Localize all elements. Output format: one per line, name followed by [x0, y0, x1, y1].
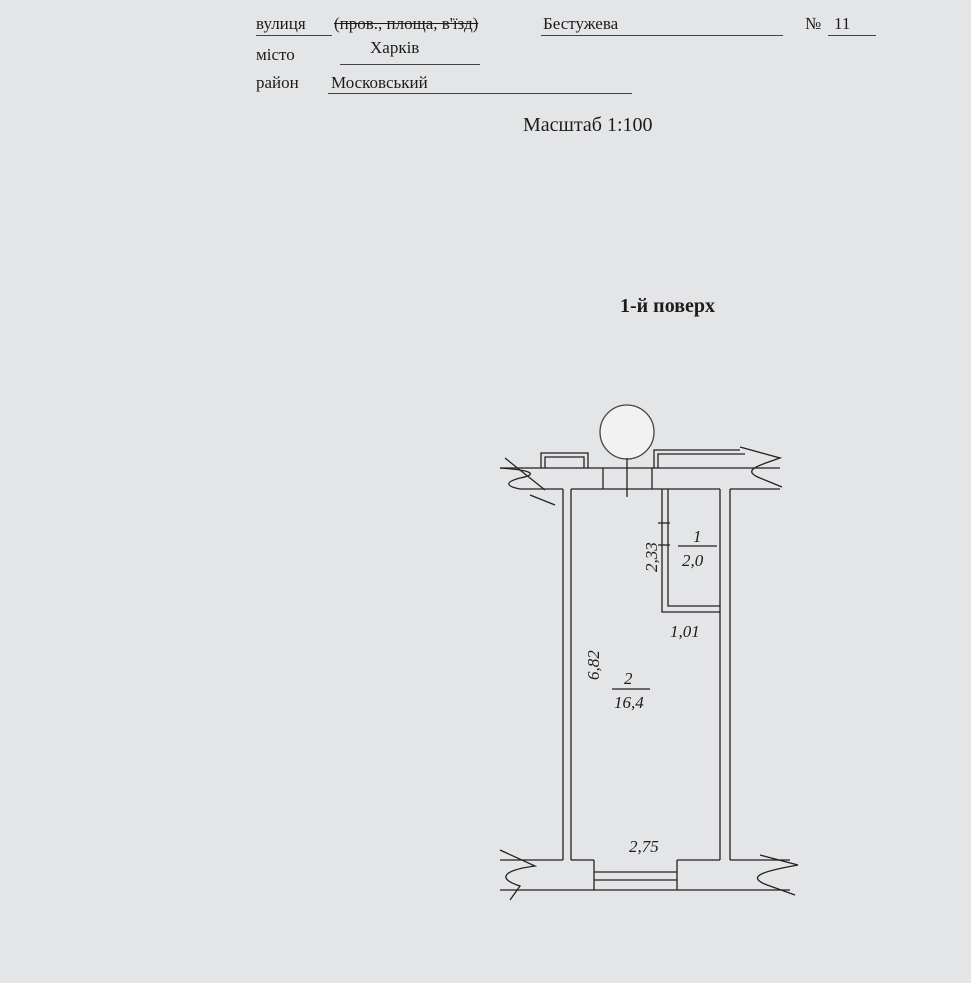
- room-1-dim-ticks: [658, 522, 670, 546]
- district-value: Московський: [331, 73, 428, 92]
- city-value: Харків: [370, 38, 420, 57]
- room-1-width: 1,01: [670, 622, 700, 641]
- room-1-number: 1: [693, 527, 702, 546]
- city-underline: [340, 64, 480, 65]
- street-value: Бестужева: [543, 14, 619, 33]
- street-label-underline: [256, 35, 332, 36]
- district-underline: [328, 93, 632, 94]
- window-ledge-right: [653, 449, 745, 468]
- room-2-length: 6,82: [584, 650, 603, 680]
- entrance-opening: [602, 458, 653, 497]
- left-wall: [562, 489, 572, 860]
- entrance-marker: [599, 404, 655, 460]
- number-value: 11: [834, 14, 851, 33]
- street-alt-label: (пров., площа, в'їзд): [334, 14, 479, 33]
- bottom-wall-break-left: [499, 849, 538, 901]
- street-label: вулиця: [256, 14, 306, 33]
- bottom-wall-break-right: [756, 854, 799, 896]
- room-2-number: 2: [624, 669, 633, 688]
- scale-label: Масштаб 1:100: [523, 114, 653, 136]
- district-label: район: [256, 73, 299, 92]
- room-1-area: 2,0: [682, 551, 704, 570]
- right-wall: [719, 489, 731, 860]
- room-1-partition: [661, 489, 720, 613]
- room-2-width: 2,75: [629, 837, 659, 856]
- floor-title: 1-й поверх: [620, 295, 716, 317]
- room-2-area: 16,4: [614, 693, 644, 712]
- number-label: №: [805, 14, 822, 33]
- city-label: місто: [256, 45, 295, 64]
- top-wall-break-left: [499, 457, 556, 506]
- entrance-steps: [593, 860, 678, 890]
- top-wall-break-right: [739, 446, 783, 488]
- window-ledge-left: [540, 452, 589, 468]
- street-underline: [541, 35, 783, 36]
- number-underline: [828, 35, 876, 36]
- room-1-height: 2,33: [642, 542, 661, 572]
